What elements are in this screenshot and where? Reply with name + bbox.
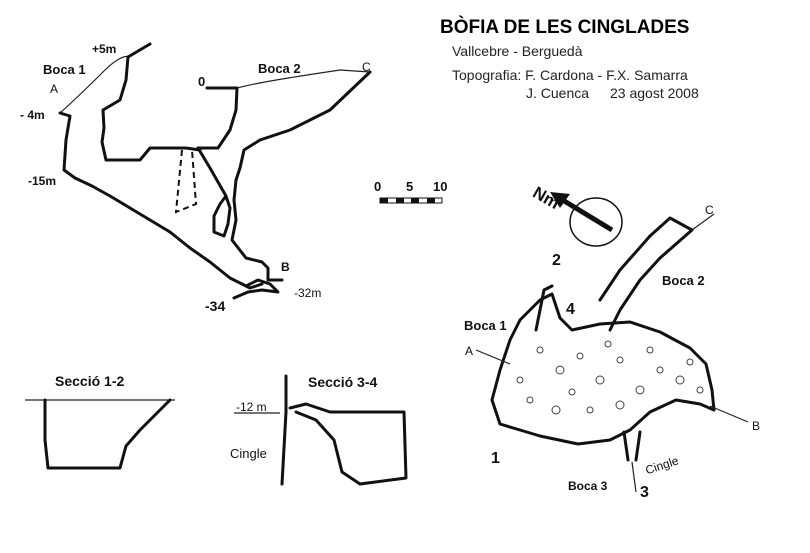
plan-c-line <box>691 213 715 231</box>
profile-a-label: A <box>50 82 58 96</box>
plan-boca3-label: Boca 3 <box>568 479 608 493</box>
section-3-4-depth: -12 m <box>236 400 267 414</box>
plan-b-line <box>709 405 749 423</box>
north-arrow-head <box>550 192 570 208</box>
plan-boulder-pattern <box>516 340 704 415</box>
plan-main-chamber <box>490 292 716 446</box>
location-text: Vallcebre - Berguedà <box>452 43 583 59</box>
plan-n4: 4 <box>566 301 575 318</box>
plan-n1: 1 <box>491 450 500 467</box>
plan-a-line <box>475 349 511 365</box>
depth-minus32: -32m <box>294 286 321 300</box>
scale-bar: 0 5 10 <box>374 179 447 204</box>
plan-a-label: A <box>465 344 473 358</box>
depth-minus15: -15m <box>28 174 56 188</box>
plan-c-label: C <box>705 203 714 217</box>
section-3-4-cingle: Cingle <box>230 446 267 461</box>
plan-boca2-label: Boca 2 <box>662 273 705 288</box>
profile-right-wall <box>230 70 372 282</box>
plan-drawing: Nm 2 4 1 3 Boca 1 A Boca 2 C B <box>464 183 760 501</box>
profile-drawing: +5m Boca 1 A - 4m -15m 0 Boca 2 C B -32m… <box>20 42 372 314</box>
section-1-2-outline <box>43 398 172 470</box>
scale-label-10: 10 <box>433 179 447 194</box>
survey-title: BÒFIA DE LES CINGLADES <box>440 16 689 38</box>
profile-b-label: B <box>281 260 290 274</box>
plan-cingle-label: Cingle <box>644 453 681 477</box>
plan-boca3 <box>622 430 642 462</box>
surface-line-boca2 <box>236 69 371 89</box>
depth-minus4: - 4m <box>20 108 45 122</box>
profile-boca2-label: Boca 2 <box>258 61 301 76</box>
profile-c-label: C <box>362 60 371 74</box>
profile-boca2-shaft <box>196 86 239 150</box>
depth-minus34: -34 <box>205 298 225 314</box>
profile-dashed-passage <box>174 149 198 214</box>
plan-boca1-label: Boca 1 <box>464 318 507 333</box>
north-label: Nm <box>529 183 562 213</box>
profile-pillar <box>196 146 232 238</box>
plan-n3: 3 <box>640 484 649 501</box>
compass-circle <box>569 197 623 247</box>
surface-line-boca1 <box>59 55 129 114</box>
profile-boca1-label: Boca 1 <box>43 62 86 77</box>
scale-label-0: 0 <box>374 179 381 194</box>
depth-plus5: +5m <box>92 42 116 56</box>
plan-b-label: B <box>752 419 760 433</box>
north-arrow <box>554 193 614 233</box>
section-1-2: Secció 1-2 <box>25 373 175 470</box>
section-3-4: Secció 3-4 -12 m Cingle <box>230 374 408 486</box>
depth-zero: 0 <box>198 74 205 89</box>
profile-inner-wall <box>100 55 202 162</box>
profile-left-wall <box>58 42 264 290</box>
section-3-4-title: Secció 3-4 <box>308 374 377 390</box>
plan-3-line <box>631 461 637 493</box>
scale-label-5: 5 <box>406 179 413 194</box>
plan-n2: 2 <box>552 252 561 269</box>
section-3-4-outline <box>280 374 408 486</box>
plan-boca1-shaft <box>534 284 554 332</box>
section-1-2-title: Secció 1-2 <box>55 373 124 389</box>
survey-date: 23 agost 2008 <box>610 85 699 101</box>
topography-author-2: J. Cuenca <box>526 85 589 101</box>
topography-credits: Topografia: F. Cardona - F.X. Samarra <box>452 67 688 83</box>
profile-bottom-boulders <box>232 278 280 300</box>
